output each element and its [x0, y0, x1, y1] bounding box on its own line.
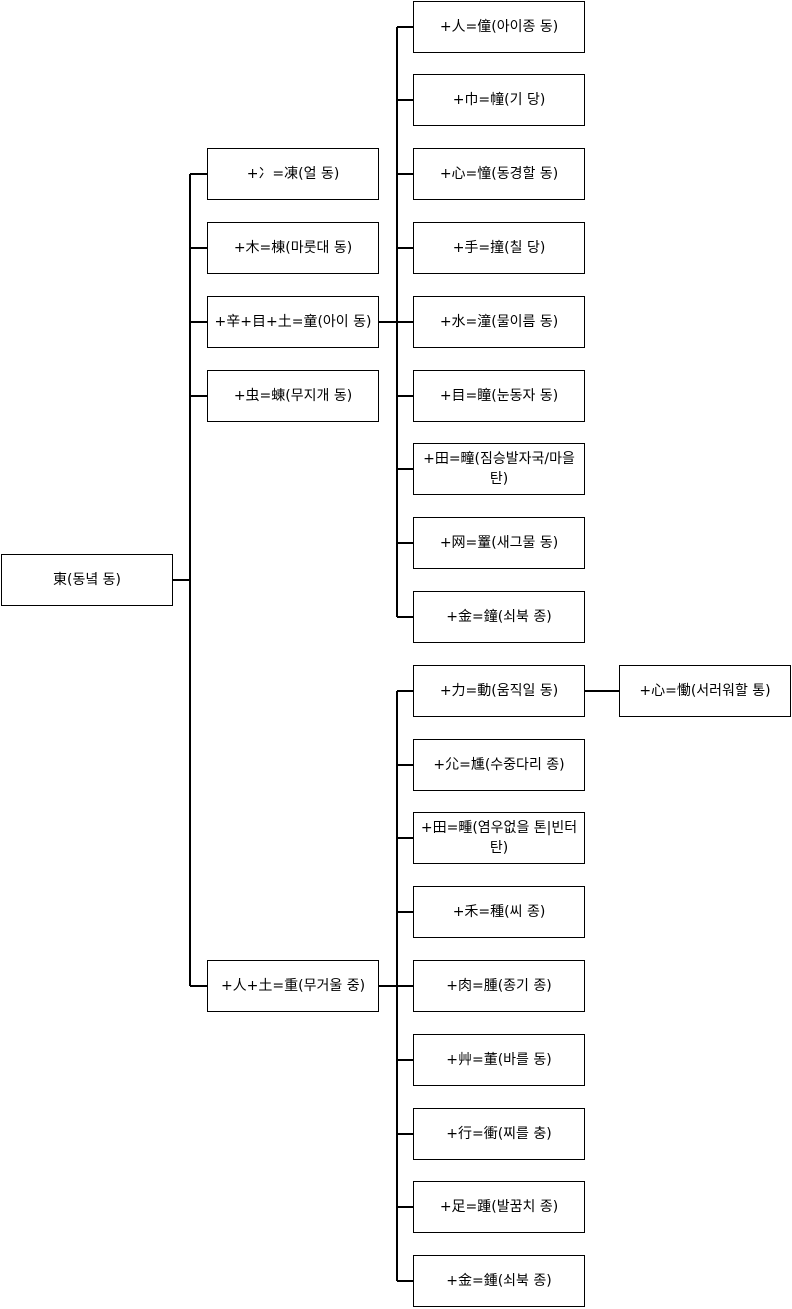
node-child-branch: +水=潼(물이름 동) — [413, 296, 585, 348]
node-heavy-branch: +力=動(움직일 동) — [413, 665, 585, 717]
node-ice: +冫=凍(얼 동) — [207, 148, 379, 200]
node-child: +辛+目+土=童(아이 동) — [207, 296, 379, 348]
node-heavy-branch: +行=衝(찌를 충) — [413, 1108, 585, 1160]
node-heavy-branch: +足=踵(발꿈치 종) — [413, 1181, 585, 1233]
node-child-branch: +人=僮(아이종 동) — [413, 1, 585, 53]
node-heavy: +人+土=重(무거울 중) — [207, 960, 379, 1012]
node-child-branch: +手=撞(칠 당) — [413, 222, 585, 274]
node-heavy-branch: +田=畽(염우없을 톤|빈터 탄) — [413, 812, 585, 864]
node-ridgepole: +木=棟(마룻대 동) — [207, 222, 379, 274]
node-grief: +心=慟(서러워할 통) — [619, 665, 791, 717]
node-child-branch: +目=瞳(눈동자 동) — [413, 370, 585, 422]
node-child-branch: +网=罿(새그물 동) — [413, 517, 585, 569]
node-heavy-branch: +禾=種(씨 종) — [413, 886, 585, 938]
node-child-branch: +心=憧(동경할 동) — [413, 148, 585, 200]
node-child-branch: +金=鐘(쇠북 종) — [413, 591, 585, 643]
node-heavy-branch: +尣=尰(수중다리 종) — [413, 739, 585, 791]
node-child-branch: +巾=幢(기 당) — [413, 74, 585, 126]
node-heavy-branch: +金=鍾(쇠북 종) — [413, 1255, 585, 1307]
node-rainbow: +虫=蝀(무지개 동) — [207, 370, 379, 422]
node-heavy-branch: +艸=董(바를 동) — [413, 1034, 585, 1086]
node-child-branch: +田=疃(짐승발자국/마을 탄) — [413, 443, 585, 495]
node-root: 東(동녘 동) — [1, 554, 173, 606]
node-heavy-branch: +肉=腫(종기 종) — [413, 960, 585, 1012]
